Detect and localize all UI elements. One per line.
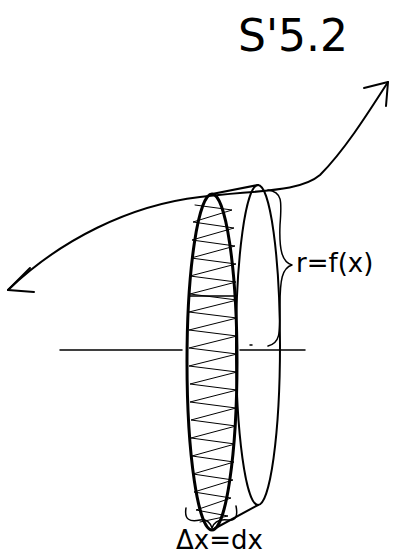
disk-front-face — [187, 194, 237, 530]
radius-label: r=f(x) — [296, 250, 373, 276]
radius-brace — [268, 190, 292, 346]
radius-line — [190, 296, 252, 345]
disk-edge — [212, 185, 258, 530]
thickness-label: Δx=dx — [176, 527, 263, 553]
thickness-brace — [186, 506, 237, 528]
arrow-head — [8, 268, 34, 292]
x-axis — [60, 349, 305, 351]
section-label: S'5.2 — [238, 14, 348, 58]
disk-back-face — [236, 185, 280, 505]
arrow-head — [364, 82, 388, 106]
